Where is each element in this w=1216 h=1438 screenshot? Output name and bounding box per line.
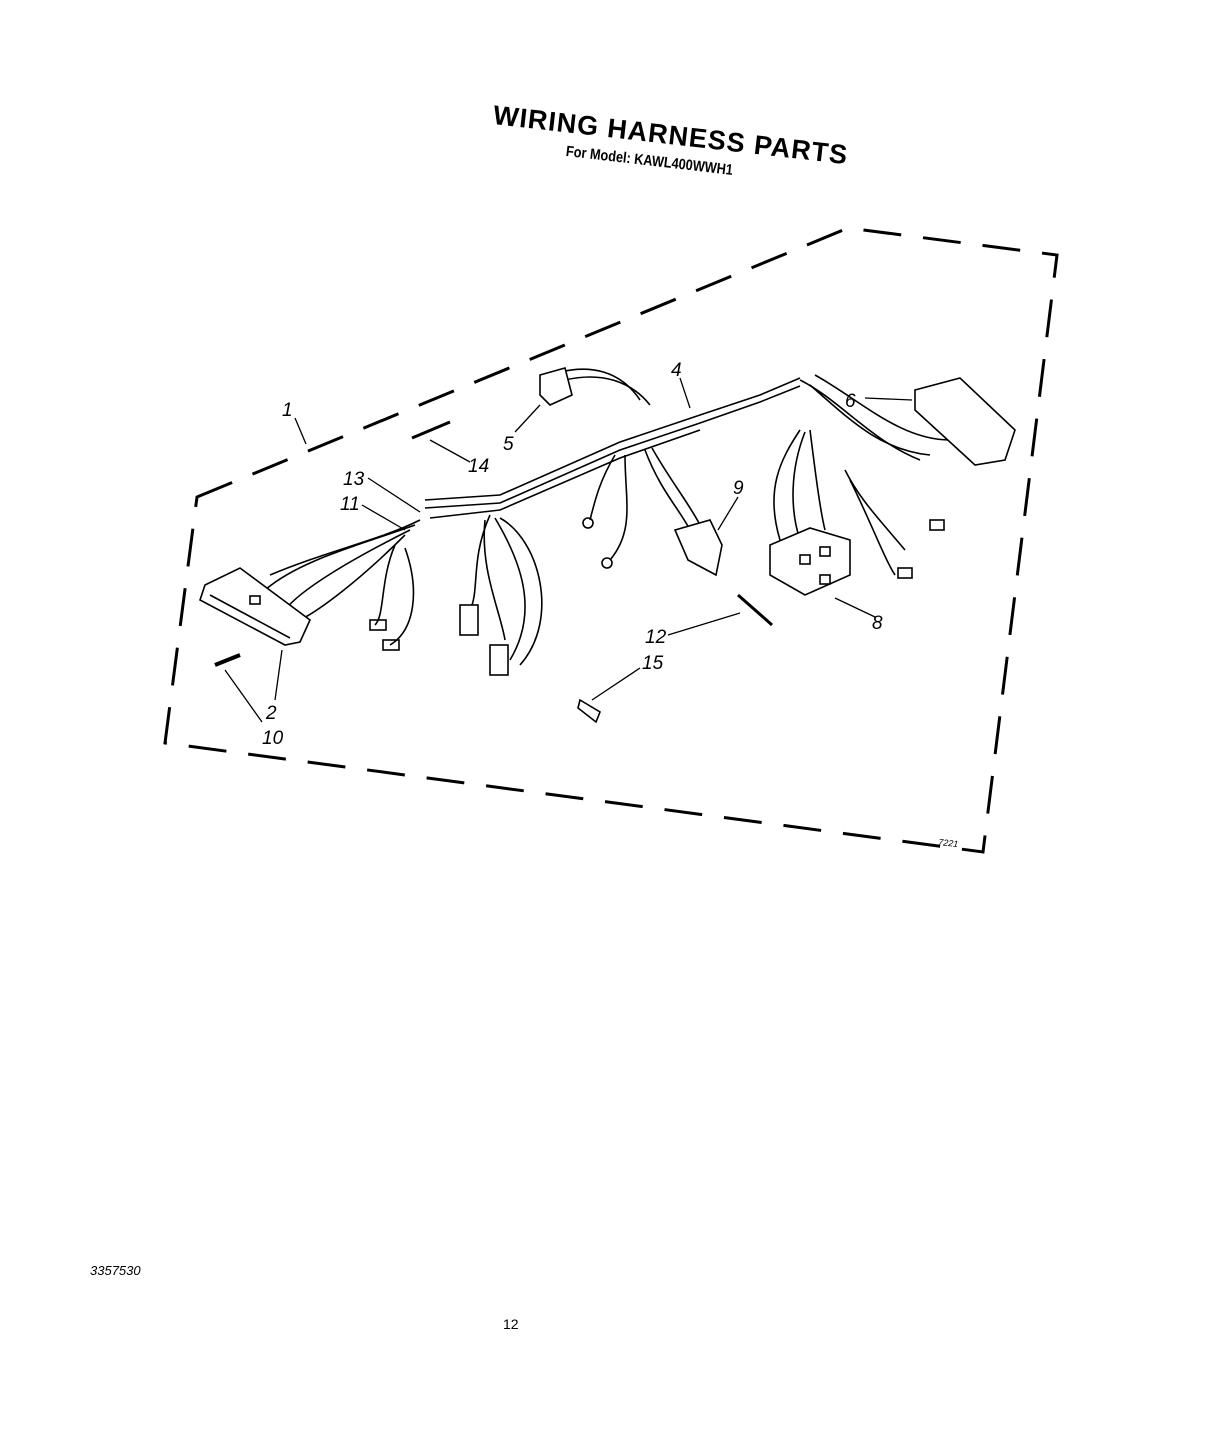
harness-drawing bbox=[199, 367, 1016, 724]
callout-13: 13 bbox=[343, 469, 365, 490]
callout-9: 9 bbox=[733, 478, 744, 499]
callout-14: 14 bbox=[468, 456, 489, 477]
callout-2: 2 bbox=[265, 703, 277, 724]
callout-4: 4 bbox=[671, 360, 682, 381]
callout-1: 1 bbox=[282, 400, 293, 421]
callout-5: 5 bbox=[503, 434, 514, 455]
figure-code: 7221 bbox=[938, 837, 959, 849]
callout-10: 10 bbox=[262, 728, 284, 749]
diagram-boundary bbox=[163, 226, 1059, 854]
document-number: 3357530 bbox=[90, 1263, 141, 1278]
callout-12: 12 bbox=[645, 627, 667, 648]
callout-labels: 1 2 4 5 6 8 9 10 11 12 13 14 15 7221 bbox=[262, 360, 959, 849]
callout-8: 8 bbox=[872, 613, 883, 634]
callout-6: 6 bbox=[845, 391, 856, 412]
callout-15: 15 bbox=[642, 653, 664, 674]
callout-leaders bbox=[224, 377, 913, 723]
page-number: 12 bbox=[503, 1316, 519, 1332]
callout-11: 11 bbox=[340, 494, 360, 515]
